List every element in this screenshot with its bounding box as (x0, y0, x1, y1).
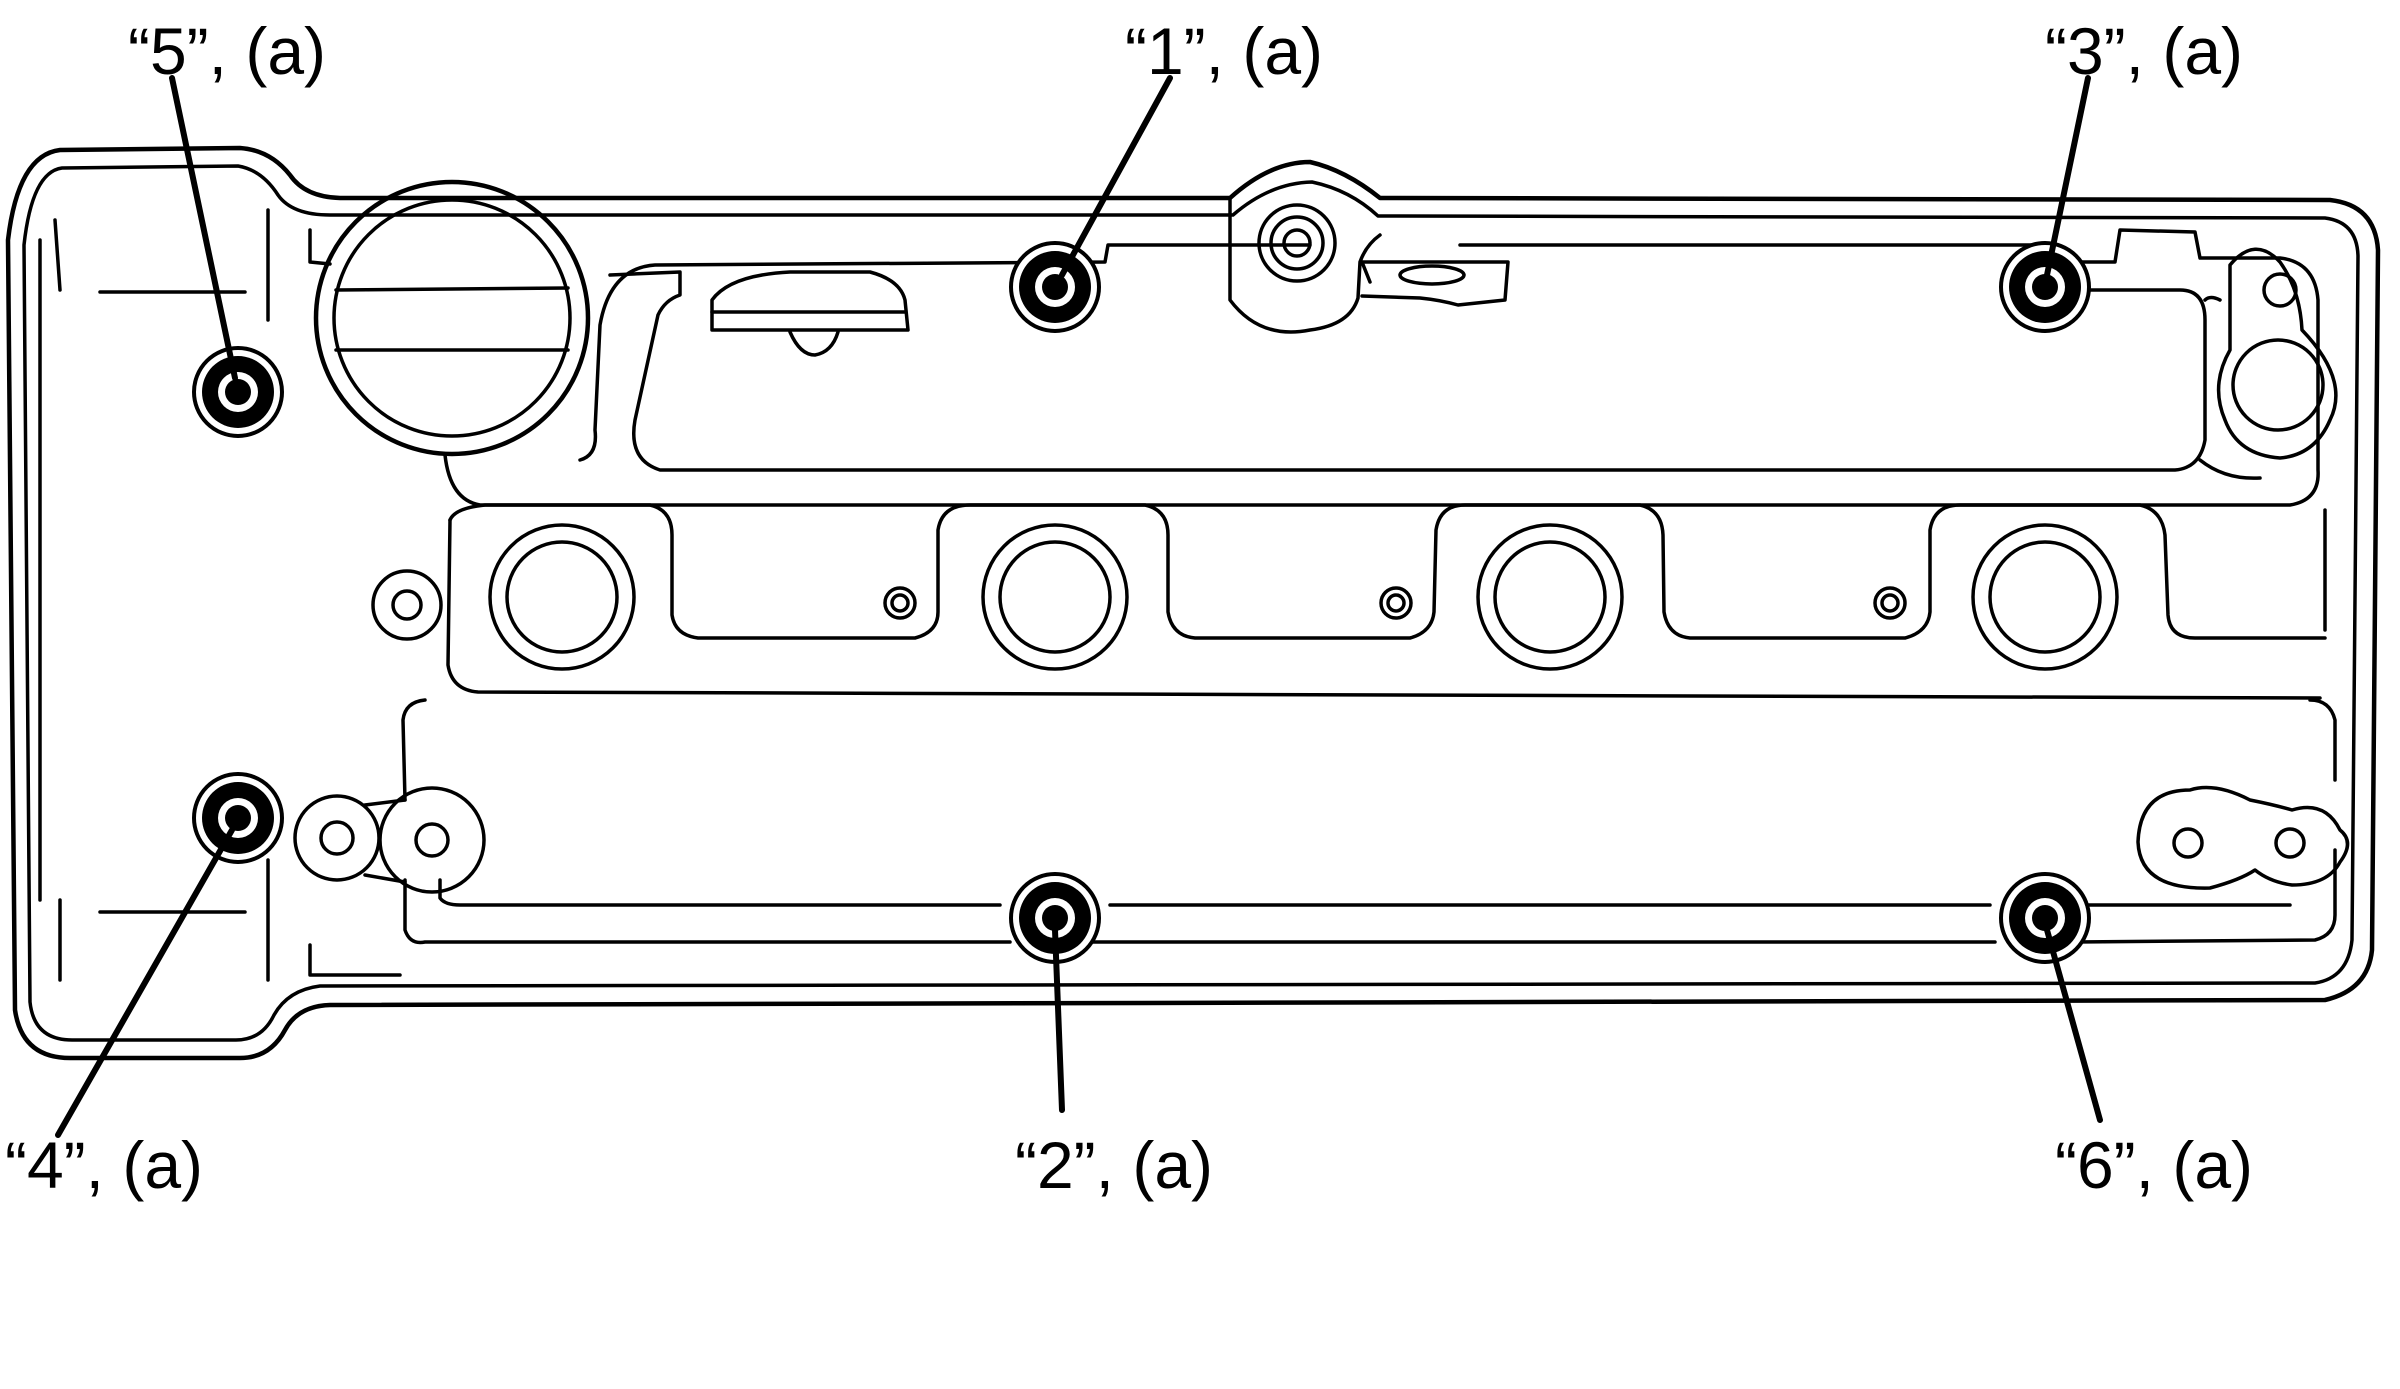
leader-bolt-3 (2044, 75, 2091, 278)
leader-bolt-6 (2044, 927, 2103, 1123)
label-bolt-3: “3”, (a) (2045, 14, 2243, 88)
bolt-2 (1009, 872, 1101, 964)
right-mount-ear (2216, 247, 2338, 460)
left-lower-boss (293, 786, 486, 894)
label-bolt-4: “4”, (a) (5, 1128, 203, 1202)
leader-bolt-1 (1059, 75, 1173, 278)
pcv-fitting (1360, 260, 1510, 307)
label-bolt-6: “6”, (a) (2055, 1128, 2253, 1202)
spark-plug-deck (446, 503, 2327, 700)
right-lower-boss (2136, 785, 2350, 890)
bolt-4 (192, 772, 284, 864)
oil-filler-cap (313, 179, 591, 457)
breather-fitting (710, 270, 910, 357)
leader-bolt-4 (55, 827, 235, 1138)
bolt-3 (1999, 241, 2091, 333)
label-bolt-2: “2”, (a) (1015, 1128, 1213, 1202)
label-bolt-1: “1”, (a) (1125, 14, 1323, 88)
leader-bolt-2 (1052, 927, 1065, 1113)
lower-deck (401, 698, 2337, 945)
label-bolt-5: “5”, (a) (128, 14, 326, 88)
bolt-1 (1009, 241, 1101, 333)
bolt-6 (1999, 872, 2091, 964)
leader-lines (55, 75, 2103, 1138)
small-locating-holes (371, 569, 1907, 641)
center-top-boss (1228, 196, 1382, 334)
spark-plug-tubes (488, 523, 2119, 671)
cover-outline (5, 145, 2381, 1061)
leader-bolt-5 (169, 75, 238, 381)
bolt-5 (192, 346, 284, 438)
